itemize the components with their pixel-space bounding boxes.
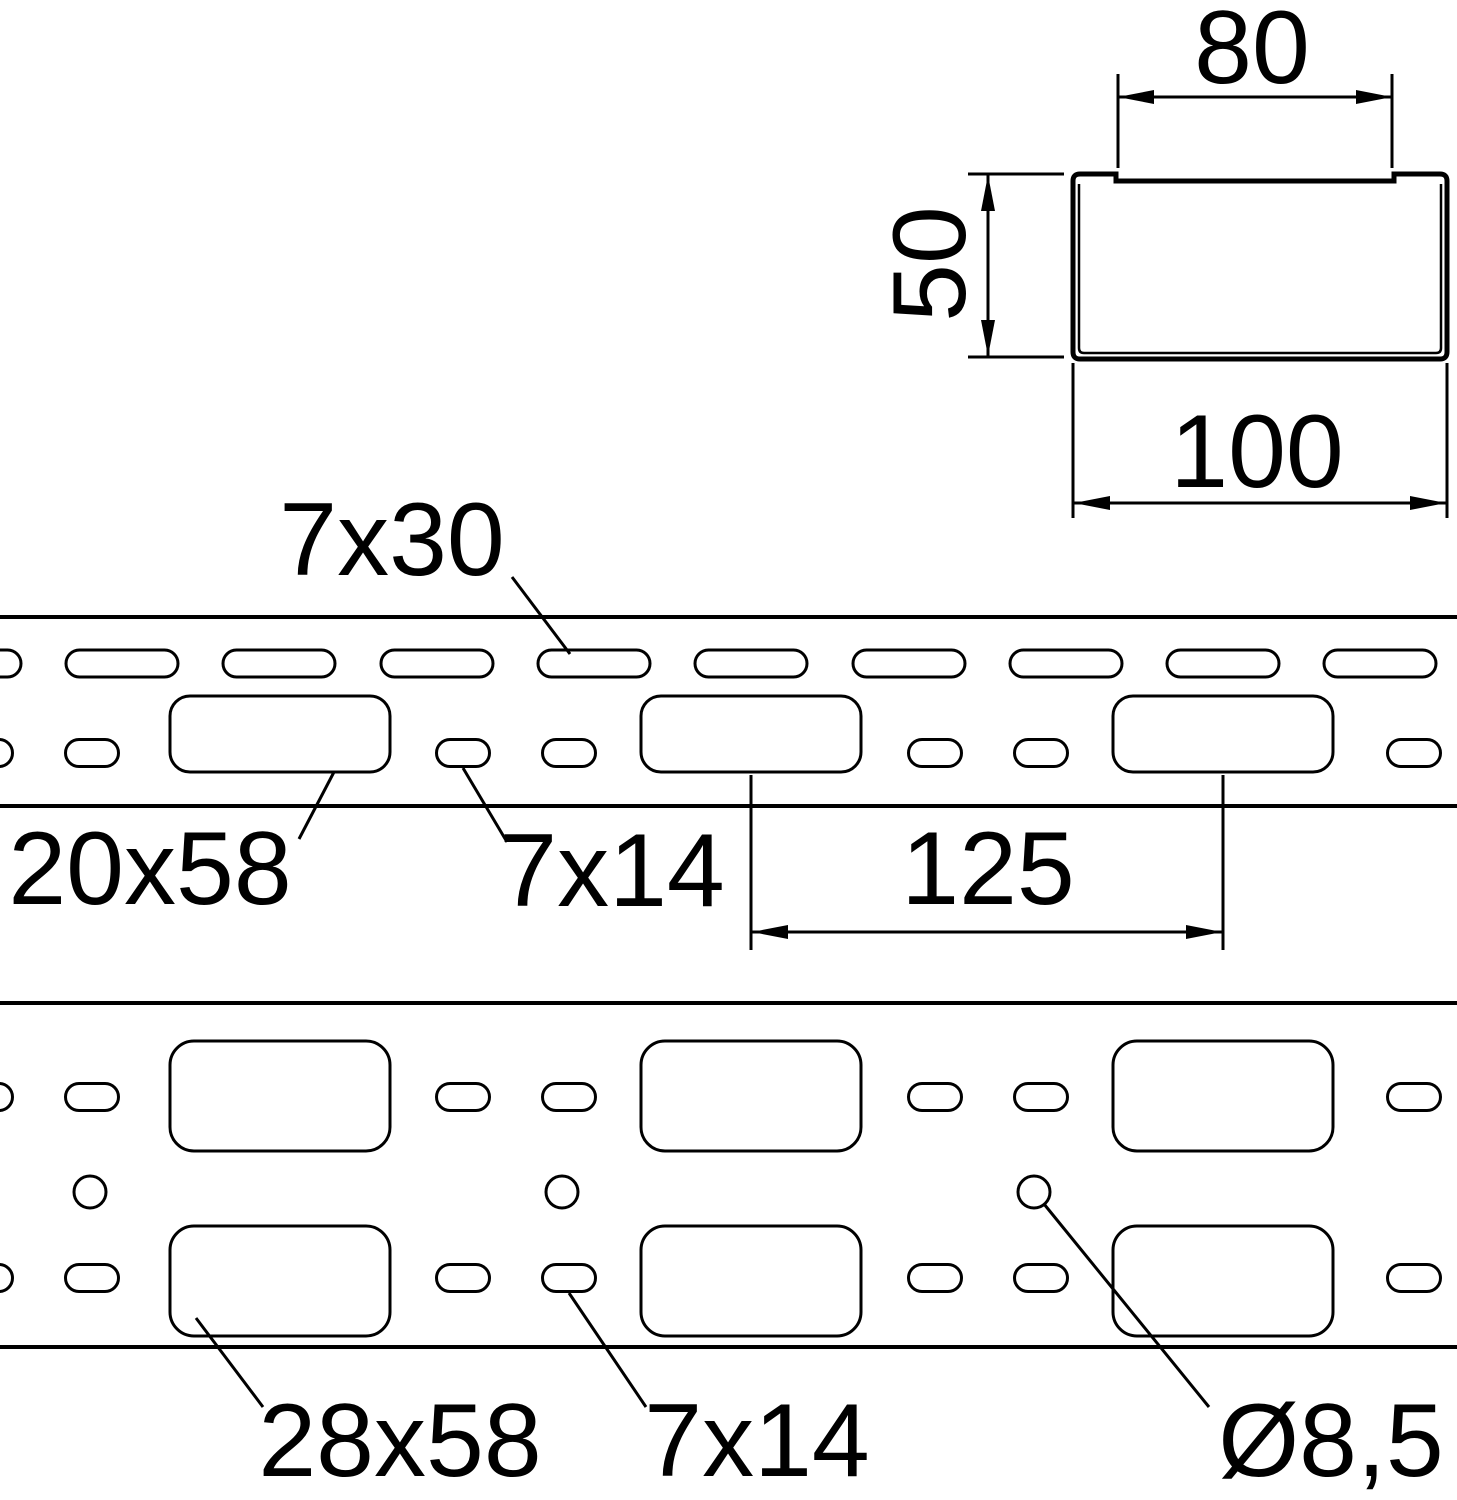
slot-7x30 bbox=[379, 648, 495, 679]
slot-7x14 bbox=[435, 1082, 491, 1112]
label-slot-7x30: 7x30 bbox=[279, 482, 505, 598]
cross-section-profile bbox=[1070, 171, 1450, 362]
profile-outline bbox=[1070, 171, 1450, 362]
slot-7x14 bbox=[1013, 1263, 1069, 1293]
hole-round-8-5 bbox=[1016, 1174, 1052, 1210]
slot-7x14 bbox=[64, 1263, 120, 1293]
profile-inner-wall bbox=[1077, 184, 1443, 355]
dimension-height bbox=[968, 172, 1064, 359]
slot-7x14 bbox=[1386, 738, 1442, 768]
leader-slot-7x14-side bbox=[461, 767, 509, 843]
slot-7x30 bbox=[1322, 648, 1438, 679]
slot-7x14 bbox=[64, 1082, 120, 1112]
hole-28x58 bbox=[639, 1039, 863, 1153]
hole-28x58 bbox=[1111, 1224, 1335, 1338]
hole-28x58 bbox=[168, 1224, 392, 1338]
dimension-bottom-width bbox=[1071, 363, 1449, 518]
leader-slot-7x30 bbox=[510, 576, 572, 655]
arrowhead-right bbox=[1356, 90, 1392, 104]
dimension-top-width bbox=[1116, 74, 1394, 168]
dim-label-height: 50 bbox=[872, 206, 988, 322]
side-view-strip bbox=[0, 615, 1457, 808]
slot-7x14 bbox=[64, 738, 120, 768]
hole-20x58 bbox=[639, 694, 863, 774]
hole-20x58 bbox=[1111, 694, 1335, 774]
arrowhead-left bbox=[1074, 496, 1110, 510]
slot-7x14 bbox=[541, 738, 597, 768]
hole-20x58 bbox=[168, 694, 392, 774]
hole-round-8-5 bbox=[72, 1174, 108, 1210]
slot-7x14 bbox=[541, 1263, 597, 1293]
hole-28x58 bbox=[1111, 1039, 1335, 1153]
arrowhead-right bbox=[1186, 925, 1222, 939]
label-hole-28x58: 28x58 bbox=[258, 1383, 542, 1499]
label-hole-20x58: 20x58 bbox=[8, 811, 292, 927]
leader-lines bbox=[194, 576, 1211, 1408]
slot-7x30 bbox=[221, 648, 337, 679]
slot-7x14 bbox=[907, 1263, 963, 1293]
arrowhead-left bbox=[752, 925, 788, 939]
slot-7x14 bbox=[1013, 738, 1069, 768]
dim-label-bottom-width: 100 bbox=[1170, 394, 1344, 510]
slot-7x14 bbox=[0, 738, 14, 768]
arrowhead-right bbox=[1410, 496, 1446, 510]
leader-slot-7x14-plan bbox=[567, 1292, 648, 1408]
slot-7x14 bbox=[907, 1082, 963, 1112]
leader-hole-round bbox=[1042, 1203, 1211, 1408]
slot-7x30 bbox=[64, 648, 180, 679]
label-slot-7x14-side: 7x14 bbox=[499, 813, 725, 929]
slot-7x30 bbox=[0, 648, 23, 679]
slot-7x30 bbox=[851, 648, 967, 679]
slot-7x14 bbox=[907, 738, 963, 768]
slot-7x14 bbox=[0, 1263, 14, 1293]
slot-7x30 bbox=[1008, 648, 1124, 679]
hole-round-8-5 bbox=[544, 1174, 580, 1210]
slot-7x14 bbox=[541, 1082, 597, 1112]
slot-7x14 bbox=[1013, 1082, 1069, 1112]
arrowhead-left bbox=[1118, 90, 1154, 104]
slot-7x30 bbox=[693, 648, 809, 679]
slot-7x14 bbox=[0, 1082, 14, 1112]
dim-label-pitch: 125 bbox=[901, 811, 1075, 927]
leader-hole-20x58 bbox=[297, 771, 336, 840]
slot-7x14 bbox=[435, 1263, 491, 1293]
slot-7x14 bbox=[1386, 1082, 1442, 1112]
dimension-pitch bbox=[749, 775, 1225, 950]
hole-28x58 bbox=[639, 1224, 863, 1338]
slot-7x14 bbox=[1386, 1263, 1442, 1293]
leader-hole-28x58 bbox=[194, 1317, 265, 1408]
slot-7x30 bbox=[536, 648, 652, 679]
slot-7x14 bbox=[435, 738, 491, 768]
slot-7x30 bbox=[1165, 648, 1281, 679]
arrowhead-bottom bbox=[981, 320, 995, 356]
dim-label-top-width: 80 bbox=[1194, 0, 1310, 106]
arrowhead-top bbox=[981, 175, 995, 211]
label-hole-round-dia: Ø8,5 bbox=[1218, 1383, 1444, 1499]
plan-view-strip bbox=[0, 1001, 1457, 1349]
label-slot-7x14-plan: 7x14 bbox=[644, 1383, 870, 1499]
hole-28x58 bbox=[168, 1039, 392, 1153]
